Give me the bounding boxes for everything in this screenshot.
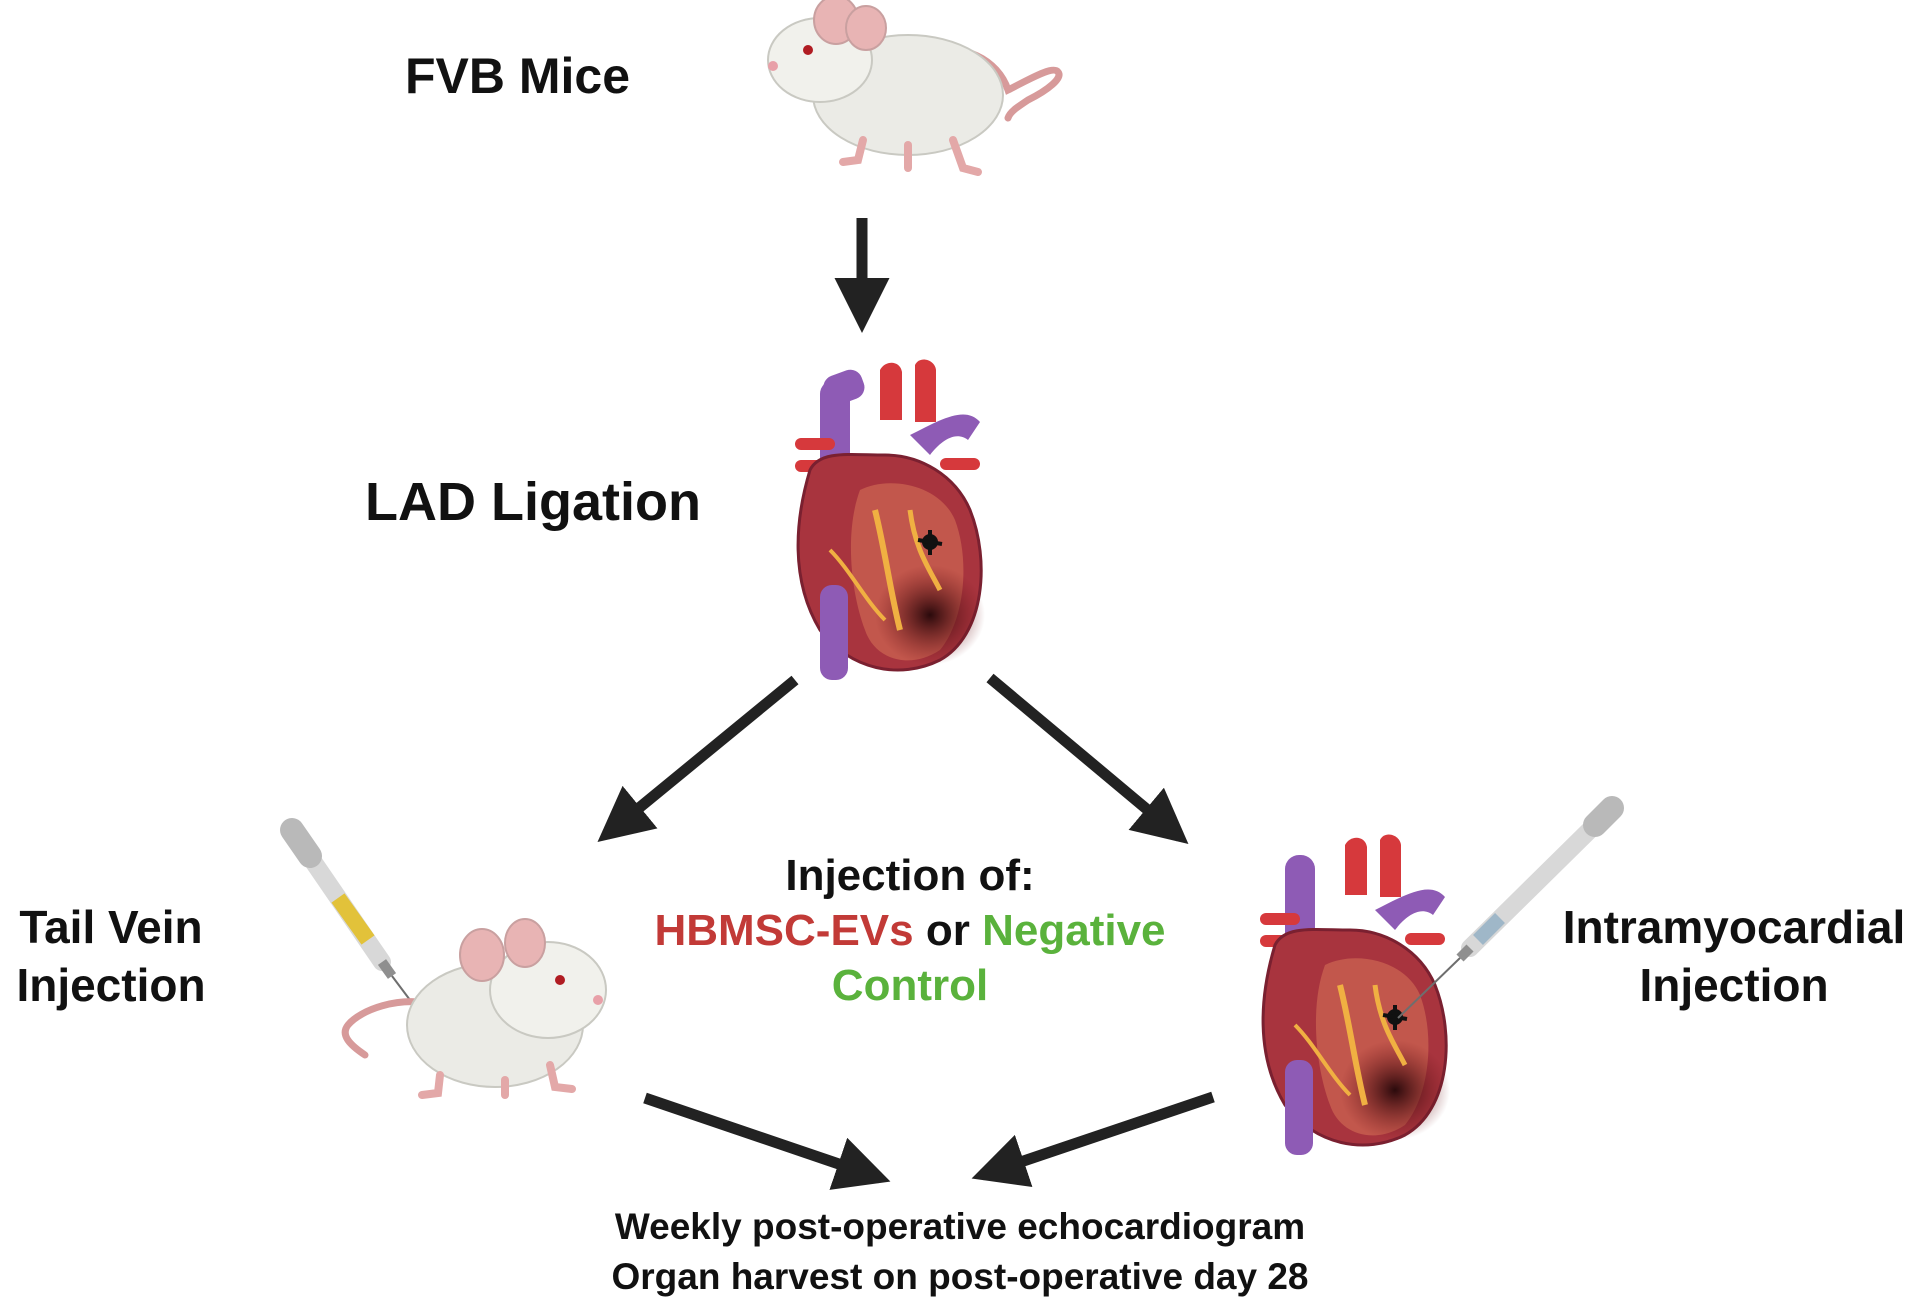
lad-ligation-label: LAD Ligation: [365, 472, 701, 532]
control-label: Control: [831, 961, 989, 1010]
tail-vein-line2: Injection: [16, 959, 206, 1011]
syringe-icon: [280, 818, 411, 1001]
mouse-icon: [767, 0, 1063, 176]
fvb-mice-label: FVB Mice: [405, 48, 631, 104]
outcome-line1: Weekly post-operative echocardiogram: [614, 1206, 1306, 1247]
arrow-to-tail-vein: [597, 675, 799, 842]
heart-icon: [1260, 834, 1450, 1155]
treatment-options: HBMSC-EVs or Negative: [600, 903, 1220, 958]
arrow-tail-to-outcome: [643, 1092, 891, 1190]
heart-icon: [795, 359, 985, 680]
arrow-intramyo-to-outcome: [971, 1091, 1215, 1187]
tail-vein-line1: Tail Vein: [19, 901, 203, 953]
injection-of-block: Injection of: HBMSC-EVs or Negative Cont…: [600, 848, 1220, 1013]
syringe-icon: [1397, 796, 1624, 1019]
outcome-line2: Organ harvest on post-operative day 28: [611, 1256, 1309, 1297]
injection-of-heading: Injection of:: [785, 851, 1035, 900]
or-label: or: [925, 906, 970, 955]
outcome-block: Weekly post-operative echocardiogram Org…: [460, 1202, 1460, 1302]
intramyocardial-line1: Intramyocardial: [1562, 901, 1906, 953]
intramyocardial-label: Intramyocardial Injection: [1550, 898, 1918, 1014]
intramyocardial-line2: Injection: [1639, 959, 1829, 1011]
arrow-to-intramyocardial: [986, 673, 1189, 845]
tail-vein-label: Tail Vein Injection: [6, 898, 216, 1014]
mouse-icon: [341, 918, 607, 1099]
negative-label: Negative: [982, 906, 1166, 955]
hbmsc-evs-label: HBMSC-EVs: [654, 906, 914, 955]
